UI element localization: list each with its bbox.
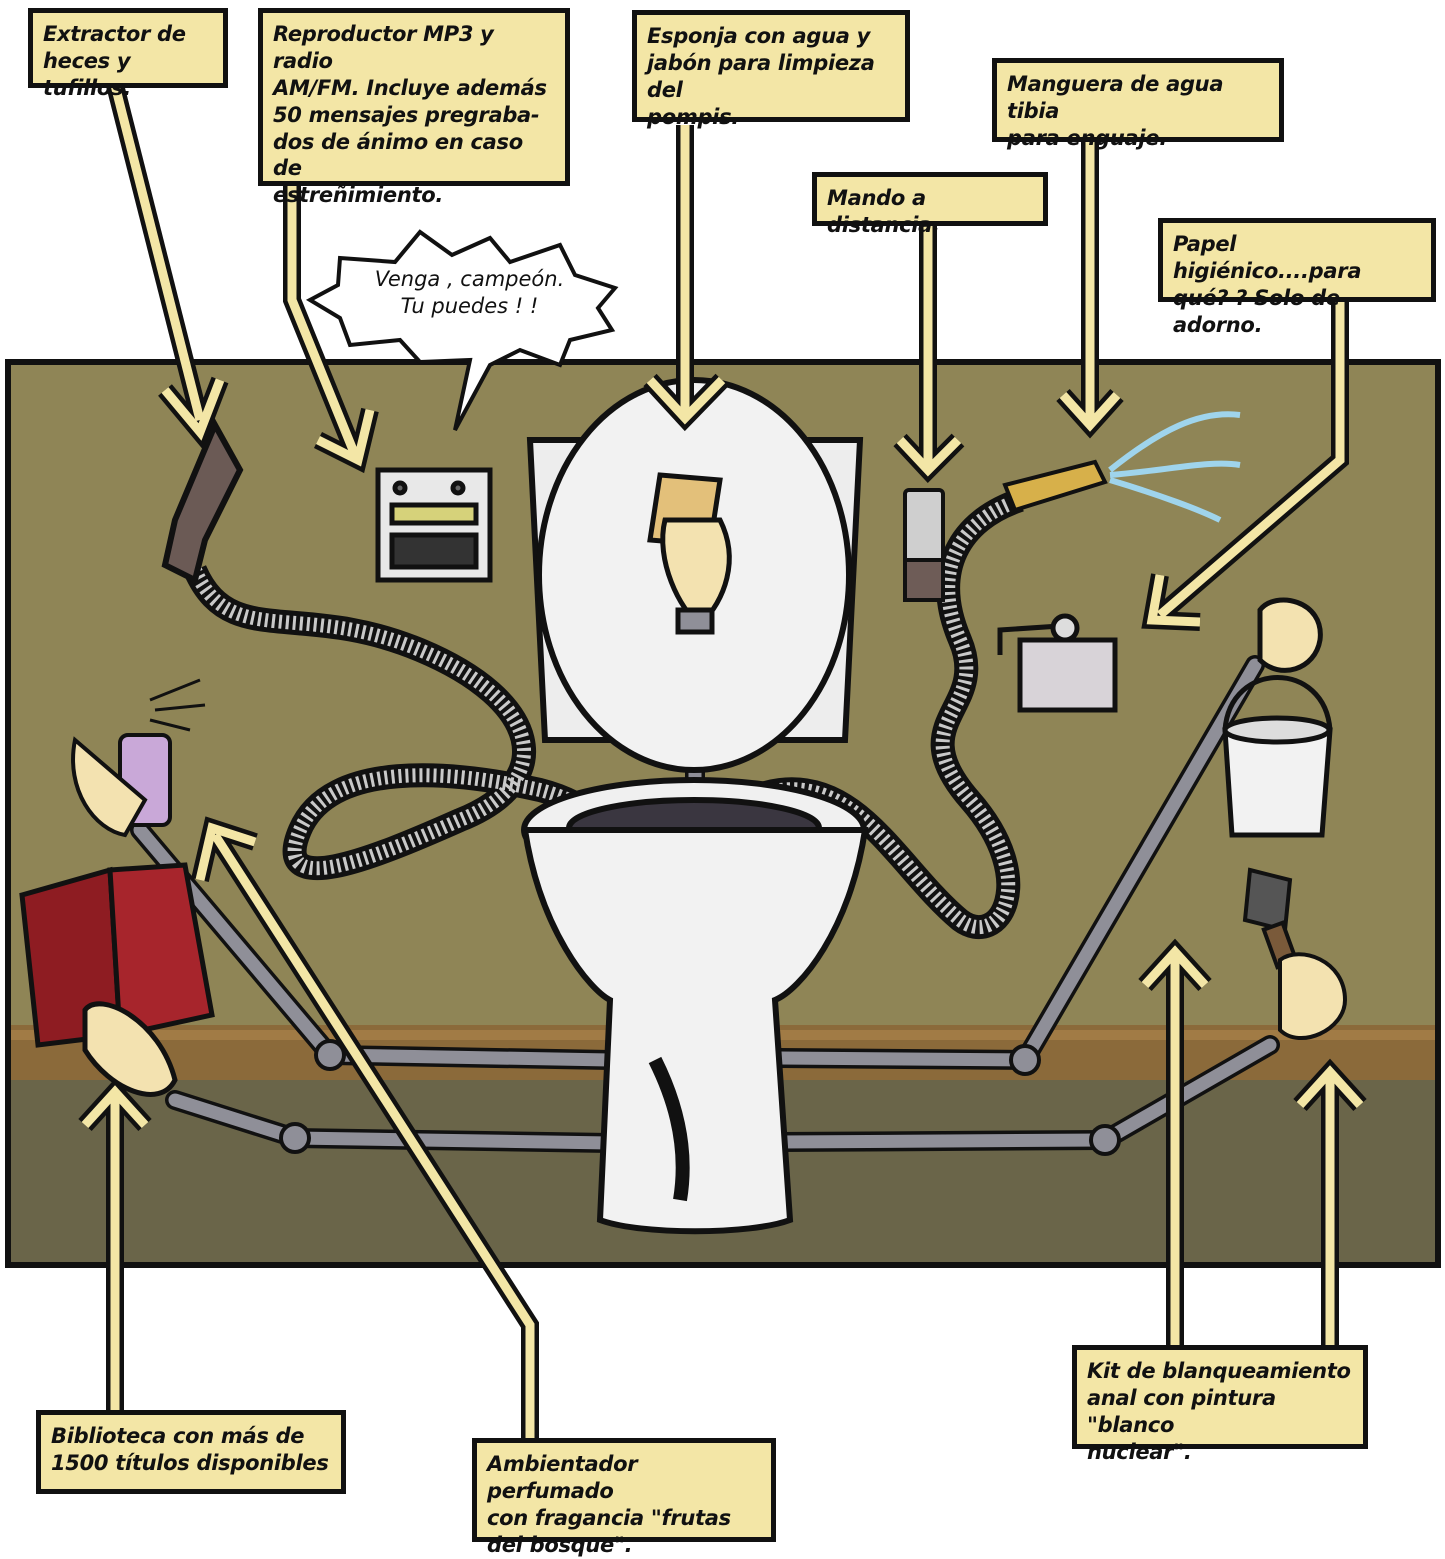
label-line: anal con pintura "blanco: [1087, 1385, 1353, 1439]
speech-line: Tu puedes ! !: [362, 293, 577, 320]
label-line: Reproductor MP3 y radio: [273, 21, 555, 75]
label-line: AM/FM. Incluye además: [273, 75, 555, 102]
label-sponge: Esponja con agua y jabón para limpieza d…: [632, 10, 910, 122]
label-line: pompis.: [647, 104, 895, 131]
label-extractor: Extractor de heces y tufillos.: [28, 8, 228, 88]
label-line: Esponja con agua y: [647, 23, 895, 50]
label-remote: Mando a distancia.: [812, 172, 1048, 226]
label-line: con fragancia "frutas: [487, 1505, 761, 1532]
label-line: Biblioteca con más de: [51, 1423, 331, 1450]
label-library: Biblioteca con más de 1500 títulos dispo…: [36, 1410, 346, 1494]
label-whitening-kit: Kit de blanqueamiento anal con pintura "…: [1072, 1345, 1368, 1449]
speech-bubble-text: Venga , campeón. Tu puedes ! !: [362, 266, 577, 321]
speech-line: Venga , campeón.: [362, 266, 577, 293]
label-line: 1500 títulos disponibles: [51, 1450, 331, 1477]
label-line: Mando a distancia.: [827, 185, 1033, 239]
label-mp3-radio: Reproductor MP3 y radio AM/FM. Incluye a…: [258, 8, 570, 186]
label-line: jabón para limpieza del: [647, 50, 895, 104]
label-line: estreñimiento.: [273, 182, 555, 209]
label-line: Extractor de: [43, 21, 213, 48]
label-toilet-paper: Papel higiénico....para qué? ? Solo de a…: [1158, 218, 1436, 302]
label-line: para enguaje.: [1007, 125, 1269, 152]
label-line: qué? ? Solo de adorno.: [1173, 285, 1421, 339]
label-line: Papel higiénico....para: [1173, 231, 1421, 285]
label-hose: Manguera de agua tibia para enguaje.: [992, 58, 1284, 142]
label-line: dos de ánimo en caso de: [273, 129, 555, 183]
mp3-radio-icon: [378, 470, 490, 580]
remote-control-icon: [905, 490, 943, 600]
label-line: del bosque".: [487, 1532, 761, 1559]
label-line: Kit de blanqueamiento: [1087, 1358, 1353, 1385]
label-line: heces y tufillos.: [43, 48, 213, 102]
label-line: 50 mensajes pregraba-: [273, 102, 555, 129]
label-freshener: Ambientador perfumado con fragancia "fru…: [472, 1438, 776, 1542]
label-line: Manguera de agua tibia: [1007, 71, 1269, 125]
label-line: Ambientador perfumado: [487, 1451, 761, 1505]
label-line: nuclear".: [1087, 1439, 1353, 1466]
